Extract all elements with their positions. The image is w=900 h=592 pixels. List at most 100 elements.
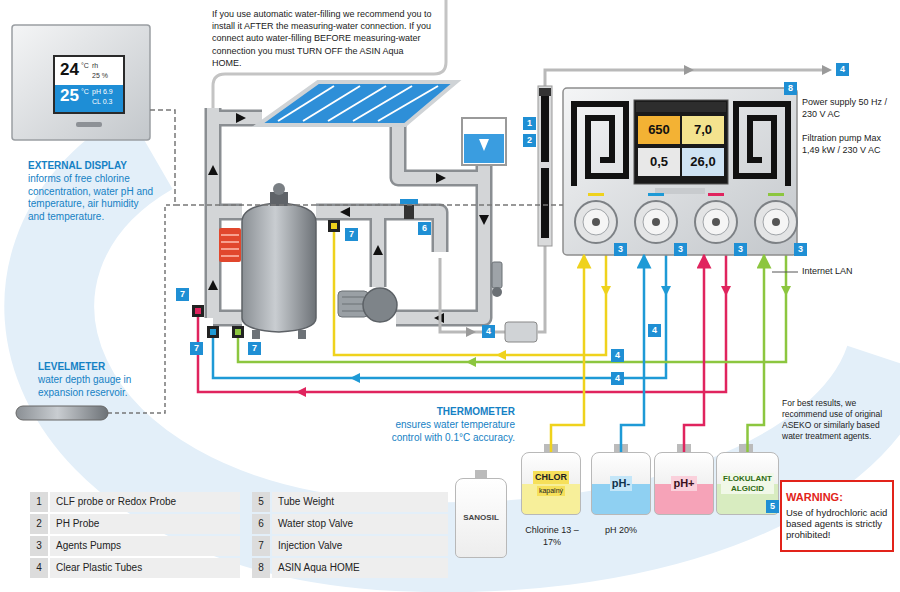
screen-value: 0,5 (638, 148, 680, 176)
flow-arrow (822, 65, 832, 75)
screen-value: 26,0 (682, 148, 724, 176)
callout-number: 4 (648, 324, 661, 337)
screen-header (636, 102, 726, 112)
greek-key-ornament (736, 104, 788, 186)
table-text: Water stop Valve (278, 514, 446, 534)
water-stop-handle (400, 199, 418, 204)
screen-value: 650 (638, 116, 680, 144)
tube-arrow (661, 286, 671, 296)
table-number-cell (30, 492, 48, 512)
filter-leg (252, 330, 260, 339)
heater (219, 228, 241, 262)
callout-text: informs of free chlorine concentration, … (28, 173, 156, 223)
table-text-cell (50, 492, 240, 512)
concentration-note: pH 20% (592, 524, 650, 536)
table-text: Clear Plastic Tubes (56, 558, 238, 578)
callout-number: 4 (482, 325, 495, 338)
callout-number: 4 (836, 63, 849, 76)
screen-tile (638, 116, 680, 144)
canister-label: pH+ (671, 476, 696, 491)
flow-arrow (236, 113, 246, 123)
node-content: WARNING:Use of hydrochloric acid based a… (786, 491, 888, 540)
pump-housing (363, 288, 397, 322)
greek-key-ornament (574, 104, 626, 186)
filter-valve-knob (273, 183, 285, 195)
heater-coil (221, 255, 239, 257)
node-content: pH+ (659, 476, 709, 491)
table-text: ASIN Aqua HOME (278, 558, 446, 578)
pump-hub (712, 218, 720, 226)
chlorine-canister: CHLORkapalný (521, 452, 581, 515)
display-unit: rh (92, 62, 98, 70)
pool-lane (378, 86, 438, 121)
callout-number: 5 (766, 500, 779, 513)
callout-number: 7 (345, 228, 358, 241)
table-text-cell (272, 558, 448, 578)
display-screen-top (55, 57, 123, 85)
table-text: CLF probe or Redox Probe (56, 492, 238, 512)
table-number: 2 (30, 514, 48, 534)
table-number: 3 (30, 536, 48, 556)
display-value: 25 (60, 86, 79, 106)
flow-arrow (208, 280, 218, 290)
reservoir-water (464, 134, 504, 163)
node-content: SANOSIL (460, 513, 502, 523)
heater-coil (221, 234, 239, 236)
display-value: 24 (60, 60, 79, 80)
flow-arrow (479, 139, 489, 151)
flow-arrow (436, 173, 446, 183)
injection-valve (328, 220, 340, 232)
pump-indicator (708, 193, 724, 196)
pump-rotor (643, 209, 669, 235)
table-number: 8 (252, 558, 270, 578)
table-number-cell (252, 514, 270, 534)
pump-hub (592, 218, 600, 226)
pump-hub (652, 218, 660, 226)
pool-lane (328, 86, 386, 121)
pump-body (575, 201, 617, 243)
tube-arrow (781, 286, 791, 296)
callout-number: 7 (190, 342, 203, 355)
display-button (76, 122, 102, 127)
tube-arrow (721, 286, 731, 296)
ph-plus-suction-tube (684, 255, 704, 452)
table-number: 5 (252, 492, 270, 512)
tube-arrow (296, 387, 306, 397)
water-stop-valve (404, 205, 414, 219)
pump-rotor (583, 209, 609, 235)
screen-value: 7,0 (682, 116, 724, 144)
table-text-cell (50, 536, 240, 556)
pool-lane (278, 86, 334, 121)
table-number: 4 (30, 558, 48, 578)
chlorine-suction-tube (551, 255, 584, 452)
table-text-cell (272, 514, 448, 534)
callout-number: 3 (674, 243, 687, 256)
injection-valve-ring (235, 329, 241, 335)
controller-panel (563, 88, 797, 255)
table-text: Injection Valve (278, 536, 446, 556)
pool-lane (303, 86, 360, 121)
installation-note: If you use automatic water-filling we re… (212, 8, 434, 69)
motor-fin (342, 311, 364, 312)
table-number-cell (252, 558, 270, 578)
ph-plus-canister: pH+ (654, 452, 714, 515)
tube-arrow (601, 286, 611, 296)
display-value: CL 0.3 (92, 98, 112, 106)
sand-filter (242, 203, 316, 332)
flow-arrow (208, 165, 218, 175)
callout-heading: LEVELMETER (38, 361, 148, 374)
callout-heading: EXTERNAL DISPLAY (28, 160, 156, 173)
table-number-cell (30, 514, 48, 534)
tube-arrow (496, 350, 506, 360)
motor-fin (342, 304, 364, 305)
node-content: FLOKULANT ALGICID (721, 473, 774, 494)
table-number-cell (252, 536, 270, 556)
display-value: pH 6.9 (92, 88, 113, 96)
expansion-reservoir (462, 118, 506, 165)
display-value: 25 % (92, 72, 108, 80)
callout-number: 7 (248, 342, 261, 355)
callout-number: 2 (523, 134, 536, 147)
callout-number: 1 (523, 117, 536, 130)
pump-indicator (648, 193, 664, 196)
ph-probe (541, 168, 549, 238)
